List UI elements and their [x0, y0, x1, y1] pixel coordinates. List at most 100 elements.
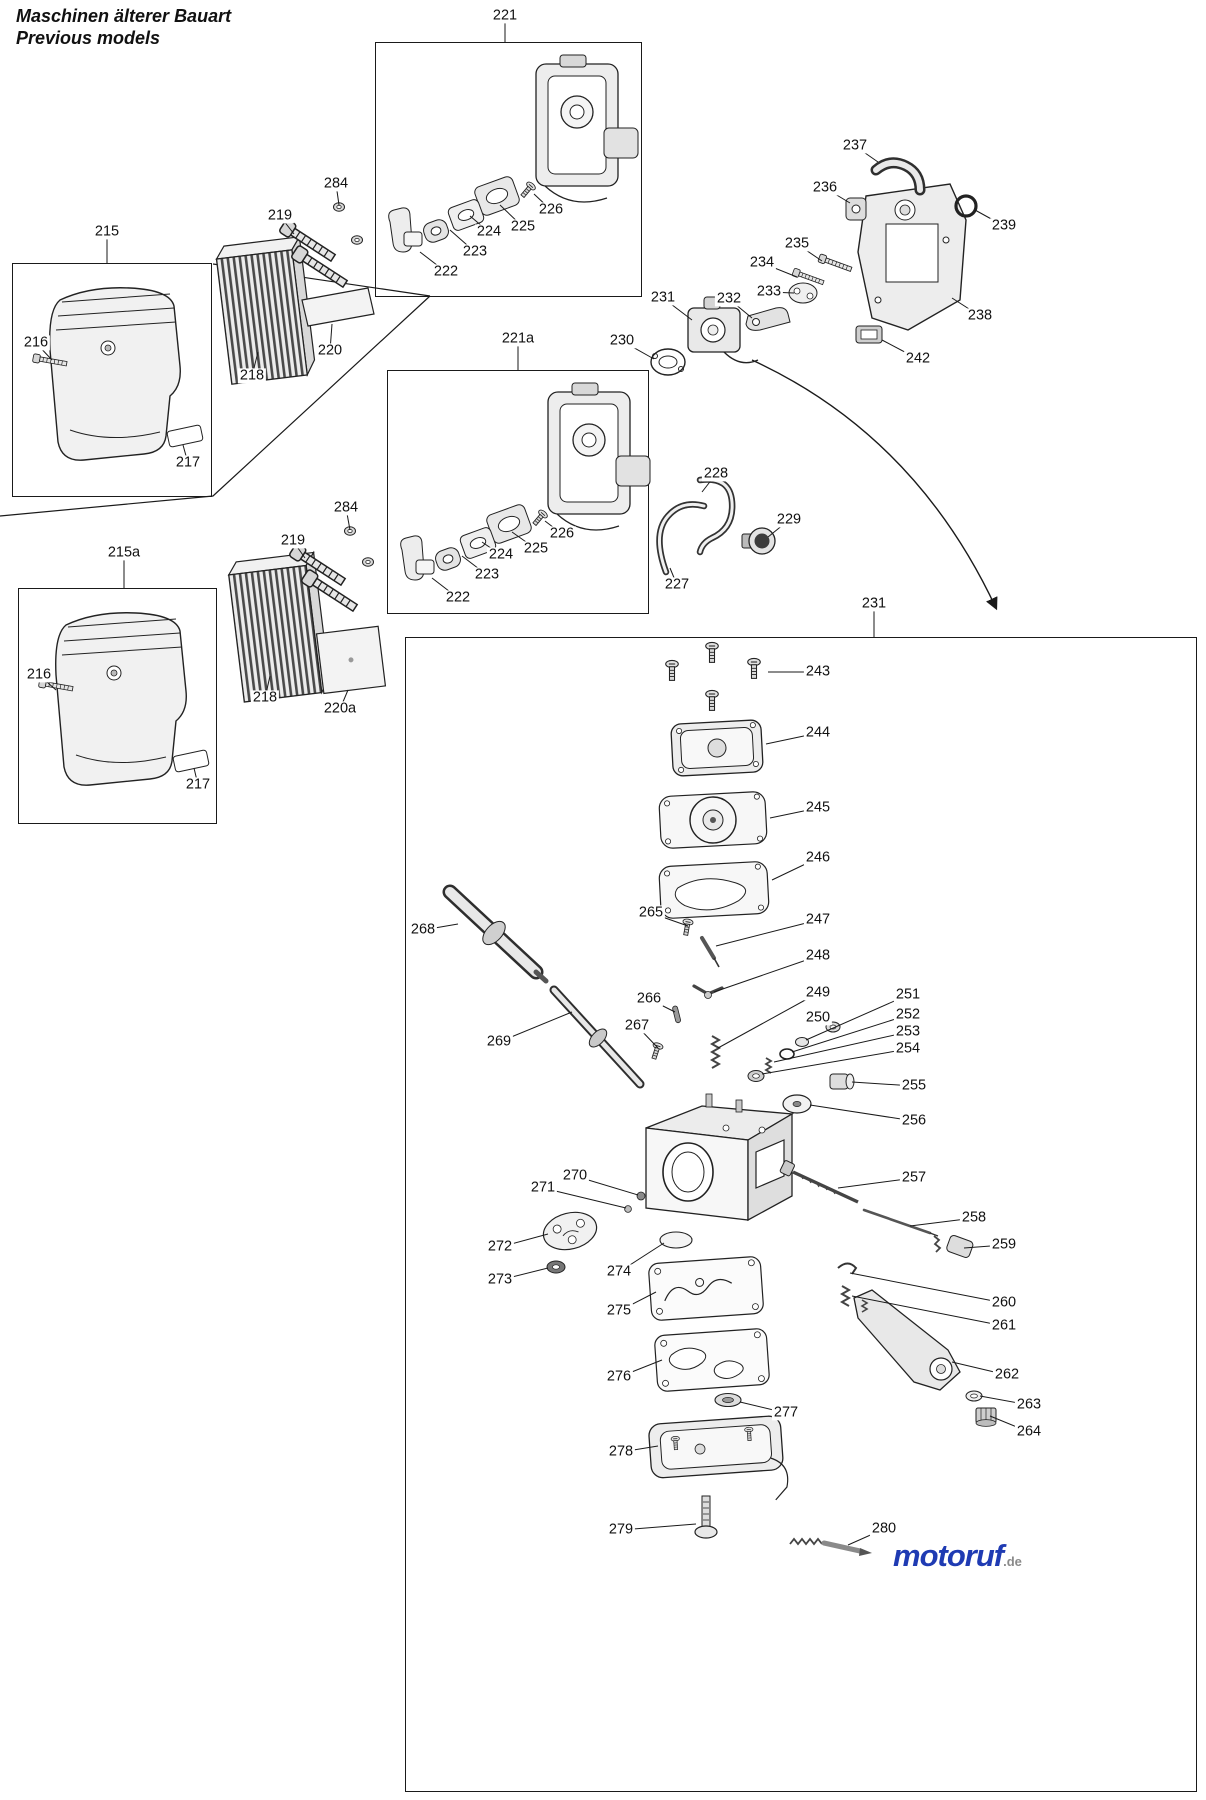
part-label-239: 239 — [989, 217, 1019, 234]
part-238-bracket — [857, 183, 967, 331]
part-label-267: 267 — [622, 1017, 652, 1034]
part-265-screw — [680, 917, 694, 937]
part-label-223: 223 — [472, 566, 502, 583]
part-label-273: 273 — [485, 1271, 515, 1288]
part-266-pin — [672, 1005, 681, 1024]
part-label-220a: 220a — [321, 700, 359, 717]
part-284a-nuts — [344, 526, 374, 567]
part-label-271: 271 — [528, 1179, 558, 1196]
part-253-spring — [764, 1057, 773, 1074]
part-248-metering-lever — [692, 984, 724, 999]
part-carburetor-body — [645, 1093, 795, 1222]
part-246-gasket — [658, 861, 770, 919]
part-237-elbow-hose — [870, 157, 926, 196]
part-229-primer-bulb — [741, 527, 776, 555]
part-label-270: 270 — [560, 1167, 590, 1184]
part-260-clip — [837, 1262, 858, 1275]
part-label-226: 226 — [536, 201, 566, 218]
part-215-cover-assembly — [32, 288, 203, 460]
part-label-244: 244 — [803, 724, 833, 741]
part-label-251: 251 — [893, 986, 923, 1003]
part-label-246: 246 — [803, 849, 833, 866]
part-label-216: 216 — [21, 334, 51, 351]
part-label-253: 253 — [893, 1023, 923, 1040]
part-242-connector — [855, 325, 883, 344]
part-label-265: 265 — [636, 904, 666, 921]
part-label-254: 254 — [893, 1040, 923, 1057]
assembly-box-221a — [387, 370, 649, 614]
part-label-216: 216 — [24, 666, 54, 683]
part-249-spring — [709, 1035, 722, 1069]
watermark-tld: .de — [1003, 1554, 1022, 1569]
part-label-263: 263 — [1014, 1396, 1044, 1413]
part-label-284: 284 — [321, 175, 351, 192]
part-label-249: 249 — [803, 984, 833, 1001]
part-label-260: 260 — [989, 1294, 1019, 1311]
part-label-218: 218 — [237, 367, 267, 384]
assembly-box-221 — [375, 42, 642, 297]
part-label-250: 250 — [803, 1009, 833, 1026]
part-271-ball — [624, 1205, 632, 1213]
part-256-disc — [782, 1094, 812, 1114]
part-label-262: 262 — [992, 1366, 1022, 1383]
part-label-257: 257 — [899, 1169, 929, 1186]
part-label-274: 274 — [604, 1263, 634, 1280]
part-label-252: 252 — [893, 1006, 923, 1023]
part-label-232: 232 — [714, 290, 744, 307]
part-235-screw — [817, 253, 854, 274]
part-270-ball — [636, 1191, 646, 1201]
assembly-box-231 — [405, 637, 1197, 1792]
part-label-217: 217 — [173, 454, 203, 471]
part-264-nut — [975, 1407, 997, 1427]
part-label-266: 266 — [634, 990, 664, 1007]
part-label-225: 225 — [508, 218, 538, 235]
part-label-217: 217 — [183, 776, 213, 793]
part-label-242: 242 — [903, 350, 933, 367]
watermark-brand: motoruf — [893, 1538, 1004, 1573]
part-label-227: 227 — [662, 576, 692, 593]
part-262-throttle-lever — [853, 1289, 961, 1391]
part-label-233: 233 — [754, 283, 784, 300]
part-label-221a: 221a — [499, 330, 537, 347]
part-label-223: 223 — [460, 243, 490, 260]
part-244-diaphragm-cover — [670, 719, 764, 777]
part-278-pump-cover — [648, 1415, 789, 1501]
title-line-german: Maschinen älterer Bauart — [16, 6, 232, 26]
part-label-219: 219 — [265, 207, 295, 224]
part-label-268: 268 — [408, 921, 438, 938]
part-label-245: 245 — [803, 799, 833, 816]
part-276-pump-gasket — [654, 1328, 770, 1392]
part-label-248: 248 — [803, 947, 833, 964]
part-label-237: 237 — [840, 137, 870, 154]
part-label-236: 236 — [810, 179, 840, 196]
part-label-230: 230 — [607, 332, 637, 349]
part-label-247: 247 — [803, 911, 833, 928]
part-label-235: 235 — [782, 235, 812, 252]
part-277-plug — [714, 1392, 742, 1408]
part-275-pump-diaphragm — [648, 1256, 764, 1321]
part-label-284: 284 — [331, 499, 361, 516]
part-label-219: 219 — [278, 532, 308, 549]
part-label-269: 269 — [484, 1033, 514, 1050]
part-label-229: 229 — [774, 511, 804, 528]
part-263-washer — [965, 1390, 983, 1402]
part-label-215: 215 — [92, 223, 122, 240]
part-label-228: 228 — [701, 465, 731, 482]
part-label-222: 222 — [431, 263, 461, 280]
part-261-spring — [839, 1285, 852, 1307]
part-251-washer — [795, 1037, 809, 1047]
part-231-carburetor — [687, 296, 759, 364]
part-233-gasket — [788, 282, 818, 304]
part-label-231: 231 — [859, 595, 889, 612]
part-252-ring — [779, 1048, 795, 1060]
part-268-choke-shaft — [442, 884, 549, 984]
part-label-234: 234 — [747, 254, 777, 271]
part-label-277: 277 — [771, 1404, 801, 1421]
part-232-lever — [745, 307, 791, 331]
part-label-231: 231 — [648, 289, 678, 306]
part-274-disc — [659, 1231, 693, 1249]
part-220-pad — [301, 287, 375, 327]
part-254-seat — [747, 1070, 765, 1082]
part-label-278: 278 — [606, 1443, 636, 1460]
